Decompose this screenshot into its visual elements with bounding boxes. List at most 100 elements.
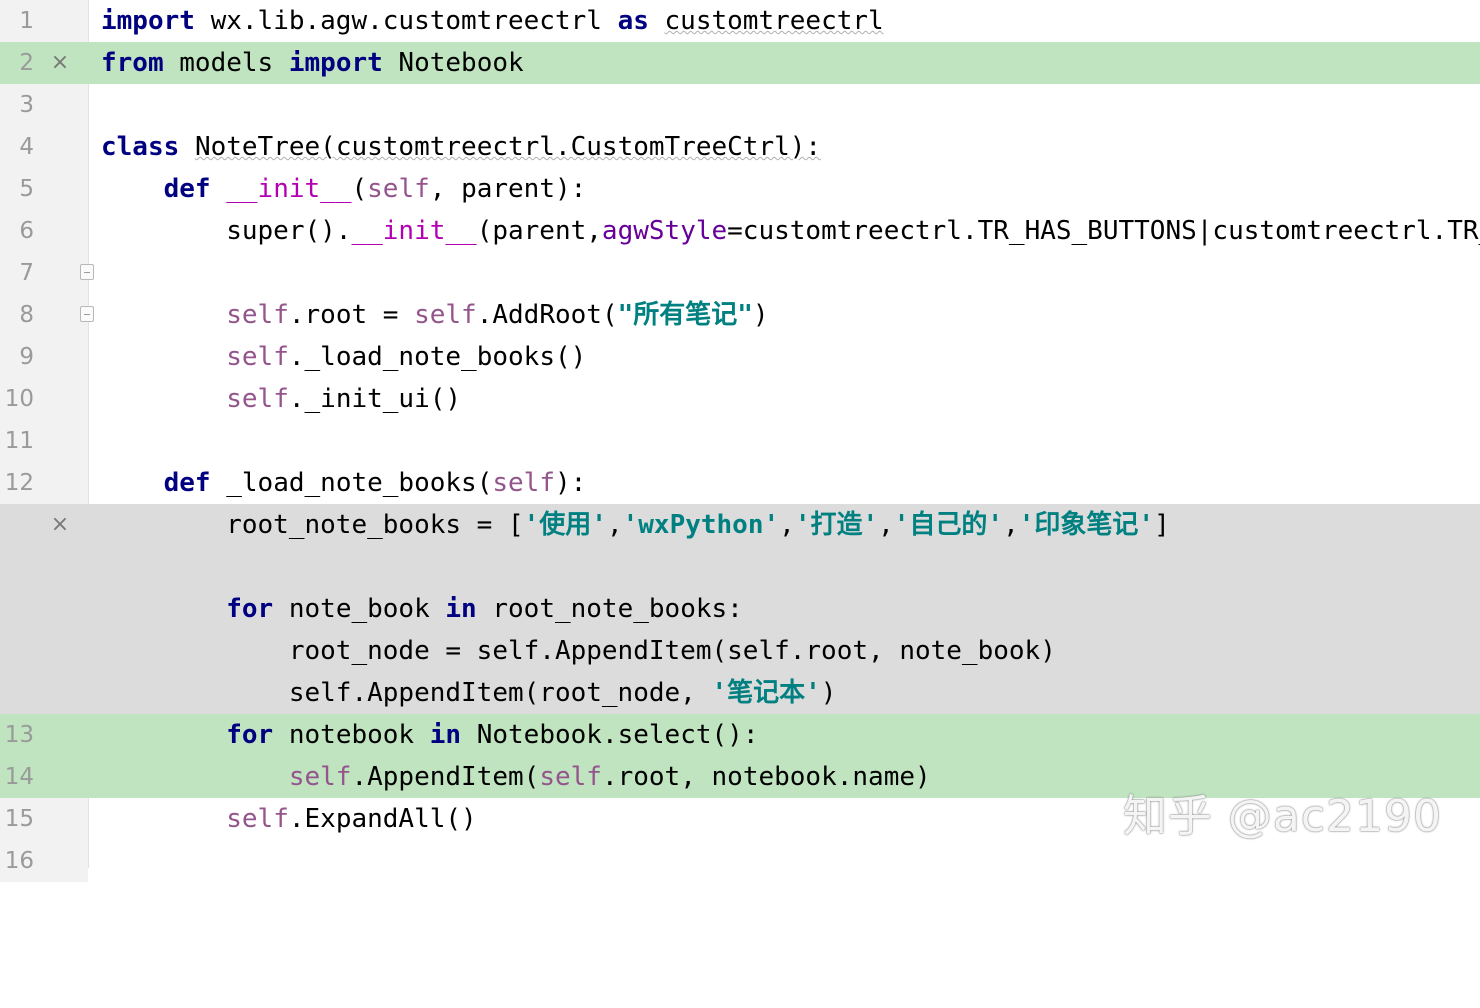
- code-token: self: [226, 384, 289, 414]
- line-number: 1: [19, 8, 34, 34]
- deleted-line[interactable]: for note_book in root_note_books:: [0, 588, 1480, 630]
- code-token: .AppendItem(: [351, 762, 540, 792]
- code-token: [649, 6, 665, 36]
- code-line-16[interactable]: 16: [0, 840, 1480, 882]
- line-gutter: [0, 672, 88, 714]
- code-text[interactable]: self._init_ui(): [101, 378, 461, 420]
- code-text[interactable]: import wx.lib.agw.customtreectrl as cust…: [101, 0, 884, 42]
- line-gutter: 3: [0, 84, 88, 126]
- code-text[interactable]: class NoteTree(customtreectrl.CustomTree…: [101, 126, 821, 168]
- code-token: [101, 468, 164, 498]
- code-editor[interactable]: 1 import wx.lib.agw.customtreectrl as cu…: [0, 0, 1480, 882]
- code-token: import: [288, 48, 383, 78]
- code-text[interactable]: def _load_note_books(self):: [101, 462, 587, 504]
- line-number: 11: [4, 428, 34, 454]
- code-token: ): [752, 300, 769, 330]
- code-token: [101, 342, 226, 372]
- code-token: self: [414, 300, 477, 330]
- line-gutter: 13: [0, 714, 88, 756]
- line-number: 5: [19, 176, 34, 202]
- line-gutter: 9: [0, 336, 88, 378]
- line-gutter: 7: [0, 252, 94, 294]
- line-gutter: 2 ×: [0, 42, 88, 84]
- line-gutter: 16: [0, 840, 88, 882]
- code-token: (parent,: [476, 216, 602, 246]
- code-token: import: [101, 6, 195, 36]
- line-gutter: 1: [0, 0, 88, 42]
- code-token: root_node = self.AppendItem(self.root, n…: [101, 636, 1056, 666]
- code-line-2[interactable]: 2 × from models import Notebook: [0, 42, 1480, 84]
- code-line-5[interactable]: 5 def __init__(self, parent):: [0, 168, 1480, 210]
- revert-change-icon[interactable]: ×: [50, 50, 70, 75]
- fold-end-icon[interactable]: [80, 306, 94, 322]
- code-token: self: [539, 762, 602, 792]
- code-token: [101, 804, 226, 834]
- code-token: wx.lib.agw.customtreectrl: [194, 6, 618, 36]
- code-token: =customtreectrl.TR_HAS_BUTTONS|customtre…: [727, 216, 1480, 246]
- line-number: 3: [19, 92, 34, 118]
- code-token: [179, 132, 195, 162]
- code-line-12[interactable]: 12 def _load_note_books(self):: [0, 462, 1480, 504]
- code-text[interactable]: self.ExpandAll(): [101, 798, 476, 840]
- code-line-14[interactable]: 14 self.AppendItem(self.root, notebook.n…: [0, 756, 1480, 798]
- line-gutter: [0, 588, 88, 630]
- code-token: from: [101, 48, 164, 78]
- code-token: __init__: [226, 174, 352, 204]
- code-line-9[interactable]: 9 self._load_note_books(): [0, 336, 1480, 378]
- code-token: [101, 384, 226, 414]
- code-token: ]: [1154, 510, 1170, 540]
- code-token: '笔记本': [711, 678, 821, 708]
- code-token: root_note_books = [: [101, 510, 524, 540]
- code-line-11[interactable]: 11: [0, 420, 1480, 462]
- code-text[interactable]: self.AppendItem(self.root, notebook.name…: [101, 756, 931, 798]
- code-token: note_book: [273, 594, 446, 624]
- code-token: ,: [606, 510, 623, 540]
- code-token: super().: [101, 216, 352, 246]
- code-token: ):: [554, 468, 587, 498]
- code-line-4[interactable]: 4 class NoteTree(customtreectrl.CustomTr…: [0, 126, 1480, 168]
- line-number: 13: [4, 722, 34, 748]
- line-gutter: 8: [0, 294, 94, 336]
- code-text[interactable]: self.AppendItem(root_node, '笔记本'): [101, 672, 837, 714]
- code-text[interactable]: self.root = self.AddRoot("所有笔记"): [101, 294, 769, 336]
- line-gutter: 6: [0, 210, 88, 252]
- code-text[interactable]: super().__init__(parent,agwStyle=customt…: [101, 210, 1480, 252]
- line-gutter: 14: [0, 756, 88, 798]
- line-number: 9: [19, 344, 34, 370]
- code-token: [101, 594, 226, 624]
- code-token: class: [101, 132, 180, 162]
- code-line-1[interactable]: 1 import wx.lib.agw.customtreectrl as cu…: [0, 0, 1480, 42]
- code-text[interactable]: for note_book in root_note_books:: [101, 588, 743, 630]
- code-line-3[interactable]: 3: [0, 84, 1480, 126]
- code-token: '自己的': [893, 510, 1004, 540]
- code-token: self: [226, 300, 289, 330]
- code-line-7[interactable]: 7: [0, 252, 1480, 294]
- code-text[interactable]: self._load_note_books(): [101, 336, 586, 378]
- code-line-10[interactable]: 10 self._init_ui(): [0, 378, 1480, 420]
- code-token: customtreectrl: [664, 6, 884, 36]
- deleted-line[interactable]: root_node = self.AppendItem(self.root, n…: [0, 630, 1480, 672]
- code-token: "所有笔记": [617, 300, 753, 330]
- deleted-line[interactable]: × root_note_books = ['使用','wxPython','打造…: [0, 504, 1480, 546]
- revert-change-icon[interactable]: ×: [50, 512, 70, 537]
- code-text[interactable]: def __init__(self, parent):: [101, 168, 587, 210]
- deleted-line[interactable]: self.AppendItem(root_node, '笔记本'): [0, 672, 1480, 714]
- code-token: ,: [878, 510, 894, 540]
- code-text[interactable]: root_node = self.AppendItem(self.root, n…: [101, 630, 1056, 672]
- code-token: '印象笔记': [1018, 510, 1155, 540]
- code-text[interactable]: for notebook in Notebook.select():: [101, 714, 758, 756]
- code-text[interactable]: root_note_books = ['使用','wxPython','打造',…: [101, 504, 1170, 546]
- line-number: 10: [4, 386, 34, 412]
- code-token: self: [226, 342, 289, 372]
- line-number: 12: [4, 470, 34, 496]
- code-line-15[interactable]: 15 self.ExpandAll(): [0, 798, 1480, 840]
- code-token: notebook: [273, 720, 430, 750]
- code-token: self: [367, 174, 430, 204]
- code-line-6[interactable]: 6 super().__init__(parent,agwStyle=custo…: [0, 210, 1480, 252]
- code-line-13[interactable]: 13 for notebook in Notebook.select():: [0, 714, 1480, 756]
- code-line-8[interactable]: 8 self.root = self.AddRoot("所有笔记"): [0, 294, 1480, 336]
- line-number: 14: [4, 764, 34, 790]
- code-text[interactable]: from models import Notebook: [101, 42, 524, 84]
- fold-start-icon[interactable]: [80, 264, 94, 280]
- deleted-line[interactable]: [0, 546, 1480, 588]
